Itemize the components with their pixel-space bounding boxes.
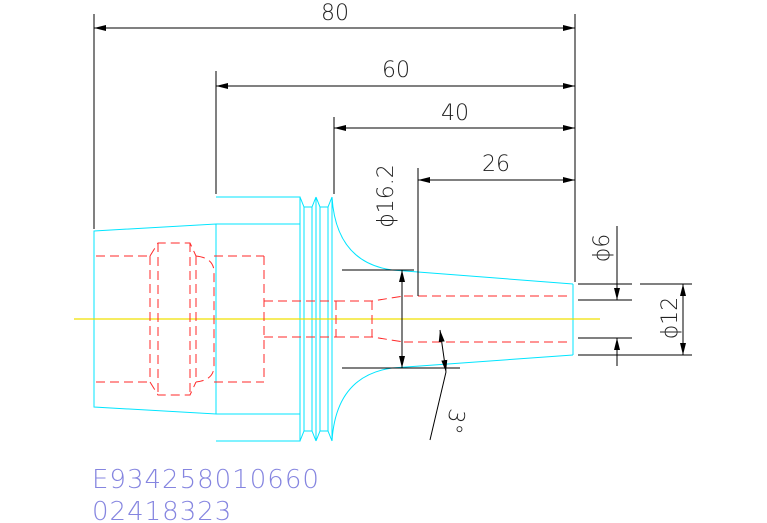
dim-label-dia-16-2: ϕ16.2 xyxy=(374,164,399,228)
dim-label-angle-3: 3° xyxy=(440,407,469,436)
hidden-lines xyxy=(96,242,570,396)
dim-label-26: 26 xyxy=(482,152,510,177)
part-code-line-2: 02418323 xyxy=(92,497,232,523)
dim-label-60: 60 xyxy=(382,58,410,83)
dim-label-80: 80 xyxy=(321,1,349,26)
dimensions xyxy=(93,14,692,441)
dim-label-dia-6: ϕ6 xyxy=(590,234,615,263)
dim-label-40: 40 xyxy=(441,101,469,126)
angle-leader xyxy=(429,371,447,441)
part-code-line-1: E934258010660 xyxy=(92,465,320,495)
dim-label-dia-12: ϕ12 xyxy=(658,297,683,340)
